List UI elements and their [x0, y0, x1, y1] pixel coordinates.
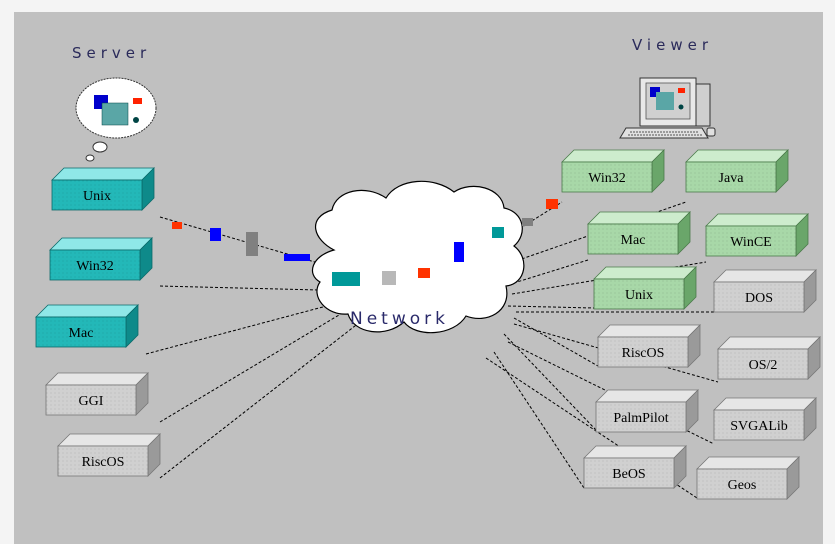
- viewer-box-mac: Mac: [587, 211, 691, 255]
- data-packet: [418, 268, 430, 278]
- viewer-box-beos: BeOS: [583, 445, 687, 489]
- data-packets: [172, 199, 558, 286]
- viewer-box-svgalib: SVGALib: [713, 397, 817, 441]
- thought-bubble-screen-icon: [75, 77, 157, 162]
- box-label: Mac: [69, 326, 94, 341]
- viewer-link-line: [511, 261, 707, 295]
- box-label: Geos: [728, 478, 757, 493]
- server-link-line: [159, 321, 361, 479]
- data-packet: [246, 232, 258, 256]
- box-label: PalmPilot: [613, 411, 668, 426]
- server-title: Server: [72, 44, 151, 62]
- cloud-icon: [311, 180, 525, 334]
- box-label: GGI: [79, 394, 104, 409]
- server-box-ggi: GGI: [45, 372, 149, 416]
- viewer-box-dos: DOS: [713, 269, 817, 313]
- data-packet: [454, 242, 464, 262]
- data-packet: [522, 218, 533, 226]
- viewer-link-line: [493, 351, 585, 489]
- viewer-box-os2: OS/2: [717, 336, 821, 380]
- viewer-box-riscos: RiscOS: [597, 324, 701, 368]
- box-label: Unix: [625, 288, 653, 303]
- server-box-mac: Mac: [35, 304, 139, 348]
- server-box-riscos: RiscOS: [57, 433, 161, 477]
- box-label: WinCE: [730, 235, 771, 250]
- data-packet: [492, 227, 504, 238]
- data-packet: [284, 254, 310, 261]
- viewer-box-win32: Win32: [561, 149, 665, 193]
- computer-terminal-icon: [619, 77, 716, 139]
- viewer-box-palmpilot: PalmPilot: [595, 389, 699, 433]
- box-label: Win32: [588, 171, 626, 186]
- box-label: BeOS: [612, 467, 645, 482]
- box-label: Java: [719, 171, 745, 186]
- viewer-title: Viewer: [632, 36, 713, 54]
- data-packet: [332, 272, 360, 286]
- data-packet: [382, 271, 396, 285]
- server-box-win32: Win32: [49, 237, 153, 281]
- box-label: Mac: [621, 233, 646, 248]
- data-packet: [546, 199, 558, 209]
- server-box-unix: Unix: [51, 167, 155, 211]
- viewer-link-line: [503, 333, 597, 431]
- box-label: OS/2: [749, 358, 778, 373]
- box-label: SVGALib: [730, 419, 788, 434]
- viewer-box-geos: Geos: [696, 456, 800, 500]
- viewer-link-line: [513, 317, 599, 367]
- box-label: Unix: [83, 189, 111, 204]
- box-label: RiscOS: [622, 346, 665, 361]
- data-packet: [210, 228, 221, 241]
- box-label: DOS: [745, 291, 773, 306]
- data-packet: [172, 222, 182, 229]
- viewer-link-line: [507, 305, 595, 309]
- server-link-line: [159, 311, 345, 423]
- server-link-line: [145, 303, 335, 355]
- viewer-box-wince: WinCE: [705, 213, 809, 257]
- network-label: Network: [350, 309, 449, 329]
- box-label: RiscOS: [82, 455, 125, 470]
- viewer-box-unix: Unix: [593, 266, 697, 310]
- server-link-line: [159, 285, 321, 291]
- network-diagram: Server Viewer Network UnixWin32MacGGIRis…: [35, 36, 821, 500]
- viewer-box-java: Java: [685, 149, 789, 193]
- box-label: Win32: [76, 259, 114, 274]
